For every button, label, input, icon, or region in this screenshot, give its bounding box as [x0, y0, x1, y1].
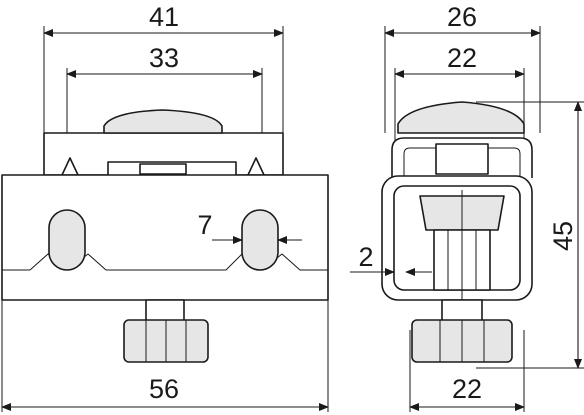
side-dome-head: [397, 101, 525, 134]
dim-label-33: 33: [149, 43, 179, 73]
slot-right: [241, 209, 279, 271]
front-view: 41 33 7 56: [1, 2, 329, 412]
dim-label-45: 45: [548, 221, 578, 251]
dome-head: [103, 109, 223, 134]
dim-label-41: 41: [149, 2, 179, 32]
wave-profile: [2, 253, 328, 271]
dim-label-26: 26: [447, 2, 477, 32]
side-bolt-shank: [441, 299, 483, 323]
slot-left: [48, 209, 86, 271]
dim-label-2: 2: [358, 242, 373, 272]
side-inner-frame: [435, 143, 489, 175]
dim-label-7: 7: [197, 210, 212, 240]
bolt-shank: [145, 299, 185, 323]
dim-label-22-bottom: 22: [452, 374, 482, 404]
dim-label-56: 56: [149, 374, 179, 404]
dim-label-22-top: 22: [447, 43, 477, 73]
side-view: 26 22 2 22 45: [350, 2, 584, 412]
